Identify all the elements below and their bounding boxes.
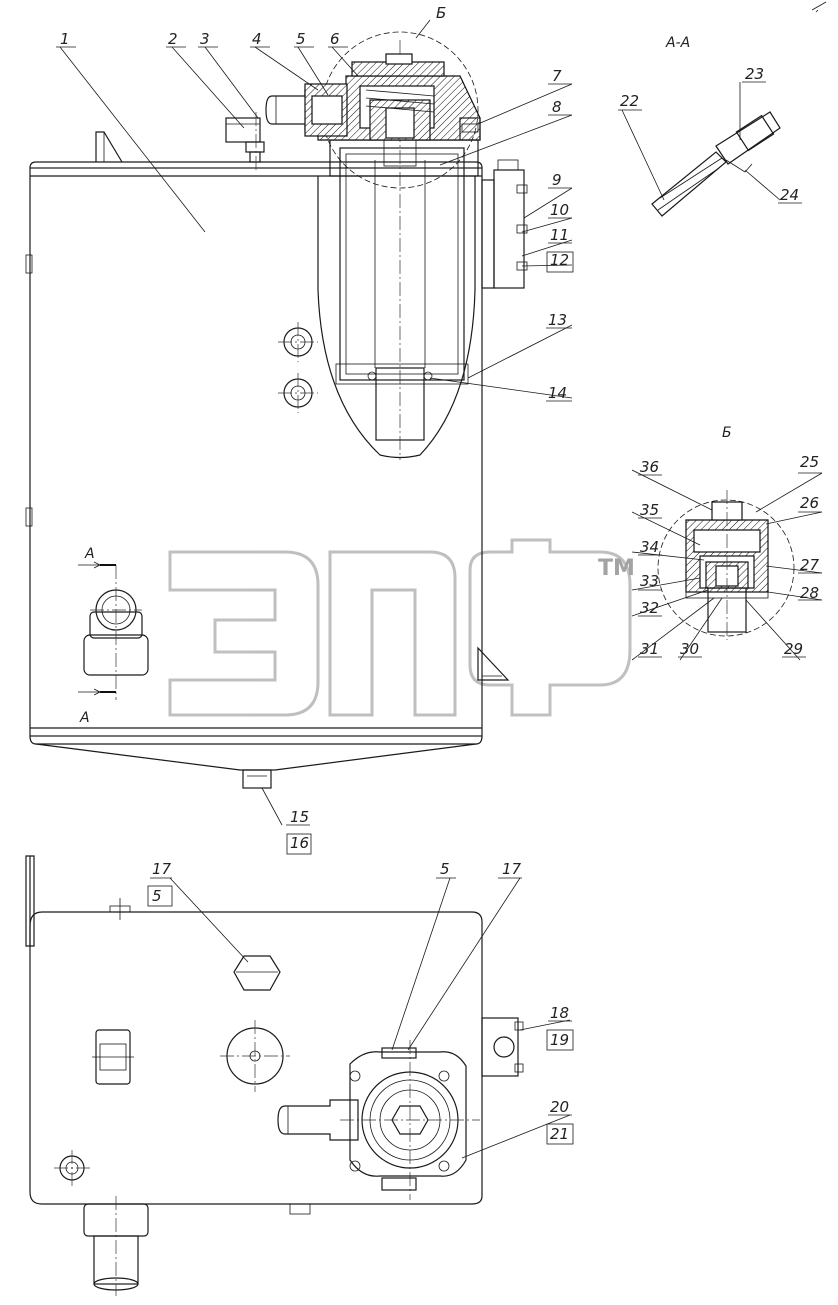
side-lug xyxy=(477,646,510,681)
callout-34: 34 xyxy=(640,538,659,556)
callout-20: 20 xyxy=(550,1098,569,1116)
callout-33: 33 xyxy=(640,572,659,590)
callout-35: 35 xyxy=(640,501,659,519)
tank-plan-view xyxy=(25,855,524,1296)
callout-17-d: 17 xyxy=(502,860,522,878)
cut-label-bottom: А xyxy=(79,710,90,726)
callout-labels: 1 2 3 4 5 6 Б 7 8 9 10 11 12 13 14 15 16… xyxy=(60,4,820,1143)
watermark-logo: TM xyxy=(168,538,635,717)
callout-18: 18 xyxy=(550,1004,569,1022)
section-title-aa: А-А xyxy=(665,35,690,51)
callout-19: 19 xyxy=(550,1031,569,1049)
watermark-tm: TM xyxy=(598,556,635,581)
callout-14: 14 xyxy=(548,384,567,402)
leader-lines xyxy=(59,19,823,1159)
callout-23: 23 xyxy=(745,65,764,83)
callout-28: 28 xyxy=(800,584,819,602)
callout-15: 15 xyxy=(290,808,309,826)
callout-10: 10 xyxy=(550,201,569,219)
callout-27: 27 xyxy=(800,556,820,574)
callout-12: 12 xyxy=(550,251,569,269)
side-ports xyxy=(278,322,318,413)
callout-21: 21 xyxy=(550,1125,569,1143)
callout-17-a: 17 xyxy=(152,860,172,878)
callout-1: 1 xyxy=(60,30,70,48)
detail-b-view: Б xyxy=(657,425,795,640)
callout-5-b: 5 xyxy=(152,887,162,905)
callout-26: 26 xyxy=(800,494,819,512)
callout-7: 7 xyxy=(552,67,562,85)
callout-13: 13 xyxy=(548,311,567,329)
filter-housing xyxy=(265,31,481,460)
detail-marker-b: Б xyxy=(436,4,446,22)
callout-32: 32 xyxy=(640,599,659,617)
corner-mark xyxy=(811,1,827,13)
callout-shelves xyxy=(56,46,822,1145)
callout-16: 16 xyxy=(290,834,309,852)
callout-8: 8 xyxy=(552,98,562,116)
callout-5: 5 xyxy=(296,30,306,48)
callout-30: 30 xyxy=(680,640,699,658)
callout-3: 3 xyxy=(200,30,210,48)
callout-11: 11 xyxy=(550,226,569,244)
callout-4: 4 xyxy=(252,30,262,48)
section-a-a: А-А xyxy=(651,35,781,217)
callout-29: 29 xyxy=(784,640,803,658)
cut-label-top: А xyxy=(84,546,95,562)
callout-22: 22 xyxy=(620,92,639,110)
breather-assembly xyxy=(225,112,265,172)
callout-24: 24 xyxy=(780,186,799,204)
callout-6: 6 xyxy=(330,30,340,48)
mounting-bracket xyxy=(481,159,528,289)
detail-title-b: Б xyxy=(722,425,732,441)
callout-36: 36 xyxy=(640,458,659,476)
callout-5-c: 5 xyxy=(440,860,450,878)
suction-fitting: А А xyxy=(78,546,149,726)
callout-9: 9 xyxy=(552,171,562,189)
callout-25: 25 xyxy=(800,453,819,471)
callout-2: 2 xyxy=(168,30,178,48)
callout-31: 31 xyxy=(640,640,659,658)
